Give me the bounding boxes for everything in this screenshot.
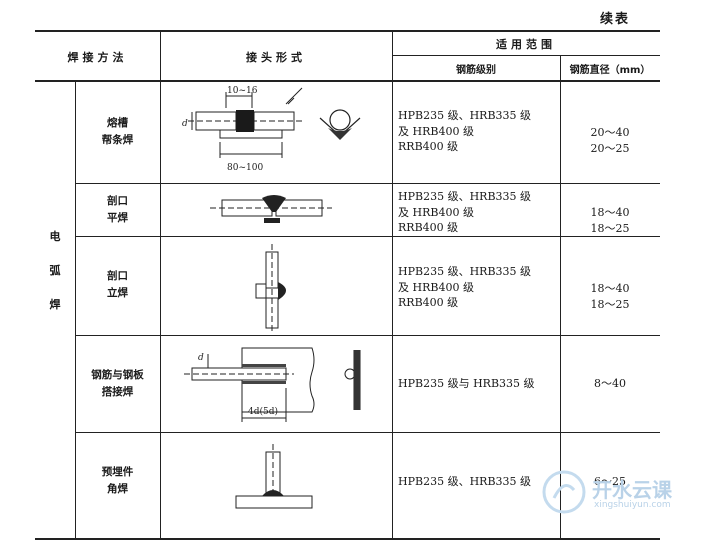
- group-label: 电弧焊: [49, 230, 61, 311]
- method-cell: 熔槽 帮条焊: [101, 117, 134, 146]
- header-scope: 适用范围: [496, 38, 556, 51]
- steel-grade-cell: HPB235 级、HRB335 级 及 HRB400 级 RRB400 级: [398, 109, 532, 153]
- d-label: d: [198, 353, 204, 363]
- steel-grade-cell: HPB235 级、HRB335 级 及 HRB400 级 RRB400 级: [398, 265, 532, 309]
- header-method: 焊接方法: [67, 51, 128, 64]
- joint-diagram-groove-strip: 10~16 80~100 d: [182, 86, 361, 173]
- diameter-cell: 18～40 18～25: [590, 206, 630, 235]
- dim-top-label: 10~16: [227, 86, 258, 96]
- header-diameter: 钢筋直径（mm）: [569, 65, 651, 76]
- method-cell: 钢筋与钢板 搭接焊: [91, 369, 144, 398]
- watermark-logo-icon: [542, 470, 586, 514]
- dim-bottom-label: 80~100: [227, 163, 263, 173]
- watermark-url: xingshuiyun.com: [594, 500, 671, 510]
- header-steel-grade: 钢筋级别: [456, 65, 496, 76]
- method-cell: 剖口 平焊: [107, 195, 128, 224]
- steel-grade-cell: HPB235 级、HRB335 级: [398, 475, 532, 488]
- joint-diagram-embedded-fillet: [235, 444, 313, 509]
- continued-label: 续表: [600, 12, 631, 27]
- diameter-cell: 8～40: [594, 377, 626, 390]
- diameter-cell: 6～25: [594, 475, 626, 488]
- joint-diagram-lap-plate: d 4d(5d): [184, 347, 361, 422]
- steel-grade-cell: HPB235 级与 HRB335 级: [398, 377, 535, 390]
- diameter-cell: 18～40 18～25: [590, 282, 630, 311]
- lap-length-label: 4d(5d): [248, 406, 278, 417]
- d-label: d: [182, 119, 188, 129]
- watermark-name: 开水云课: [592, 478, 672, 502]
- method-cell: 预埋件 角焊: [101, 466, 134, 495]
- steel-grade-cell: HPB235 级、HRB335 级 及 HRB400 级 RRB400 级: [398, 190, 532, 234]
- weld-fill: [236, 110, 254, 132]
- joint-diagram-vertical-bevel: [255, 244, 286, 332]
- header-joint-form: 接头形式: [246, 51, 306, 64]
- diameter-cell: 20～40 20～25: [590, 126, 630, 155]
- method-cell: 剖口 立焊: [107, 270, 128, 299]
- joint-diagram-flat-bevel: [210, 195, 332, 223]
